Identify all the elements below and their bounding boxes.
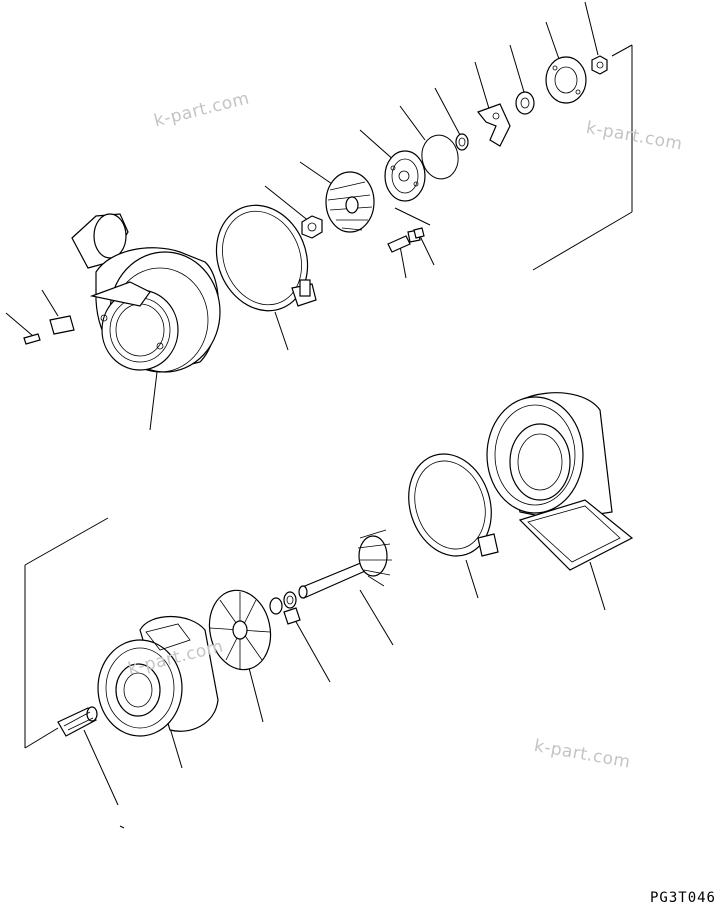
leader-lines-lower [83, 559, 606, 806]
heat-shield [208, 589, 272, 671]
o-ring [421, 134, 459, 180]
piston-ring [269, 591, 301, 625]
bolt-small [387, 227, 425, 253]
lock-nut [301, 215, 323, 239]
v-band-clamp-upper [215, 204, 317, 312]
compressor-wheel [325, 171, 375, 233]
assembly-frame-lower [24, 517, 109, 749]
flange-plate [545, 56, 587, 104]
thrust-collar [455, 133, 469, 151]
pin-parts [23, 315, 75, 345]
leader-lines-upper [5, 1, 599, 431]
turbine-wheel-shaft [298, 529, 392, 599]
seal-plate [384, 150, 426, 202]
bushing [57, 706, 98, 737]
thrust-bearing [477, 103, 511, 147]
compressor-housing [71, 213, 221, 373]
stray-mark [119, 825, 125, 829]
assembly-frame-upper [394, 44, 633, 271]
nut-upper-right [591, 55, 608, 75]
v-band-clamp-lower [408, 453, 499, 557]
turbine-housing [486, 392, 634, 571]
center-housing [97, 615, 219, 737]
drawing-code-label: PG3T046 [649, 890, 716, 906]
spacer-ring [515, 91, 535, 115]
